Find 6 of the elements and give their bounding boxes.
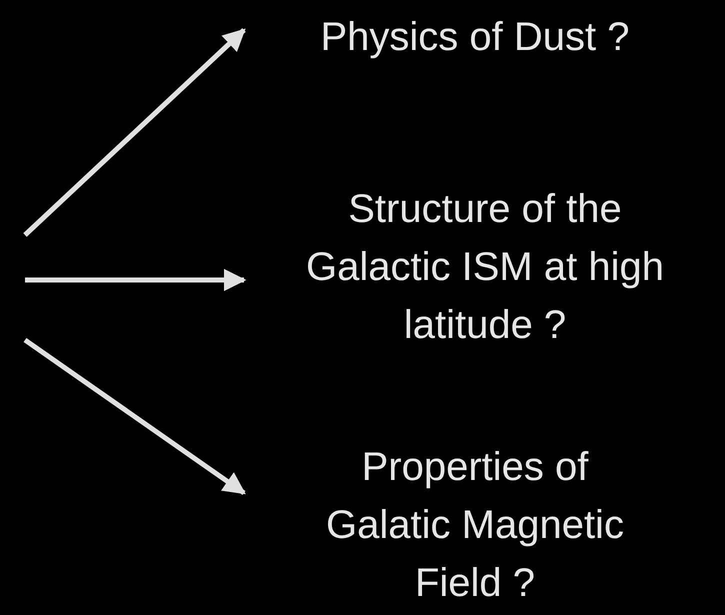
question-text: Physics of Dust ?: [320, 14, 630, 61]
arrow: [25, 268, 246, 292]
arrow: [24, 338, 246, 496]
question-text: Structure of the Galactic ISM at high latitude ?: [305, 186, 665, 349]
arrow: [23, 28, 246, 237]
question-text: Properties of Galatic Magnetic Field ?: [325, 444, 625, 607]
